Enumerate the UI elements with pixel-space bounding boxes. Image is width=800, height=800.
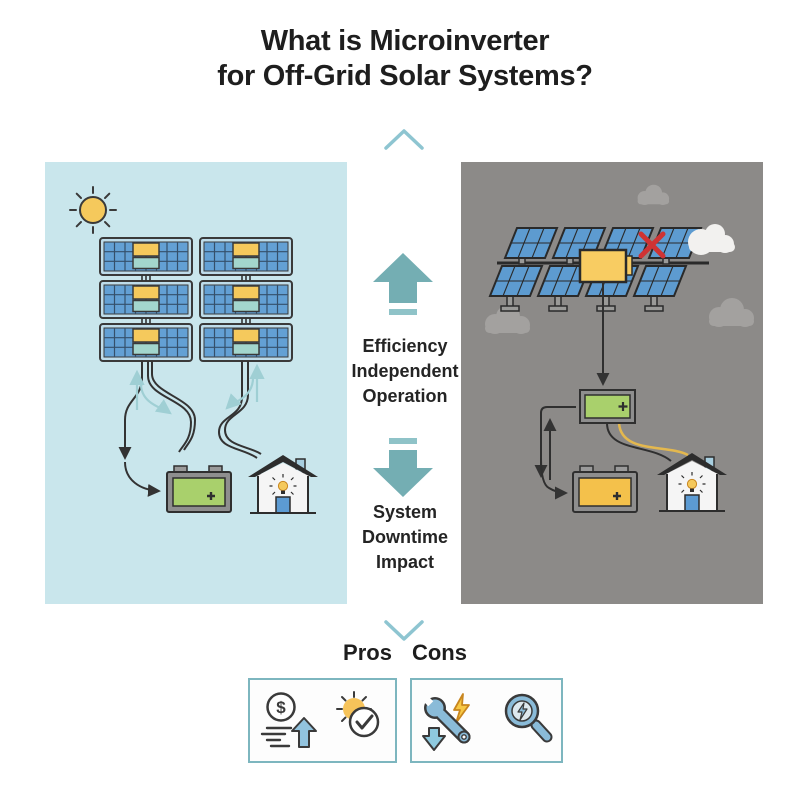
fault-x-icon	[638, 231, 666, 259]
sun-check-icon	[335, 690, 379, 737]
inspection-magnifier-icon	[504, 693, 552, 742]
pros-box: $	[248, 678, 397, 763]
up-label-line-1: Efficiency	[362, 336, 448, 356]
page-title: What is Microinverter for Off-Grid Solar…	[0, 24, 800, 94]
down-arrow-label: System Downtime Impact	[325, 500, 485, 575]
up-arrow	[373, 253, 433, 315]
central-inverter-icon	[578, 248, 633, 284]
battery-icon	[571, 464, 639, 514]
cons-box	[410, 678, 563, 763]
charge-controller-icon	[579, 389, 636, 424]
pros-label: Pros	[343, 640, 392, 665]
battery-icon	[165, 464, 233, 514]
pros-cons-labels: Pros Cons	[305, 640, 505, 666]
chevron-down-icon	[384, 620, 424, 641]
house-wires	[606, 422, 689, 462]
white-cloud-icon	[688, 224, 735, 255]
up-label-line-3: Operation	[362, 386, 448, 406]
maintenance-wrench-lightning-icon	[418, 690, 470, 751]
up-label-line-2: Independent	[351, 361, 459, 381]
solar-panel-array	[99, 237, 293, 362]
energy-flow-arrows	[129, 363, 265, 415]
title-line-2: for Off-Grid Solar Systems?	[217, 60, 593, 92]
left-panel-microinverter-system	[45, 162, 347, 604]
sun-icon	[69, 186, 117, 234]
right-panel-central-inverter-system	[461, 162, 763, 604]
down-arrow	[373, 438, 433, 497]
dollar-symbol: $	[276, 698, 286, 717]
up-arrow-label: Efficiency Independent Operation	[325, 334, 485, 409]
down-label-line-2: Downtime	[361, 527, 448, 547]
down-label-line-3: Impact	[375, 552, 435, 572]
title-line-1: What is Microinverter	[260, 25, 550, 57]
flow-arrows	[534, 282, 610, 500]
savings-growth-icon: $	[260, 691, 317, 748]
cons-label: Cons	[411, 640, 467, 665]
down-label-line-1: System	[372, 502, 438, 522]
chevron-up-icon	[384, 129, 424, 150]
